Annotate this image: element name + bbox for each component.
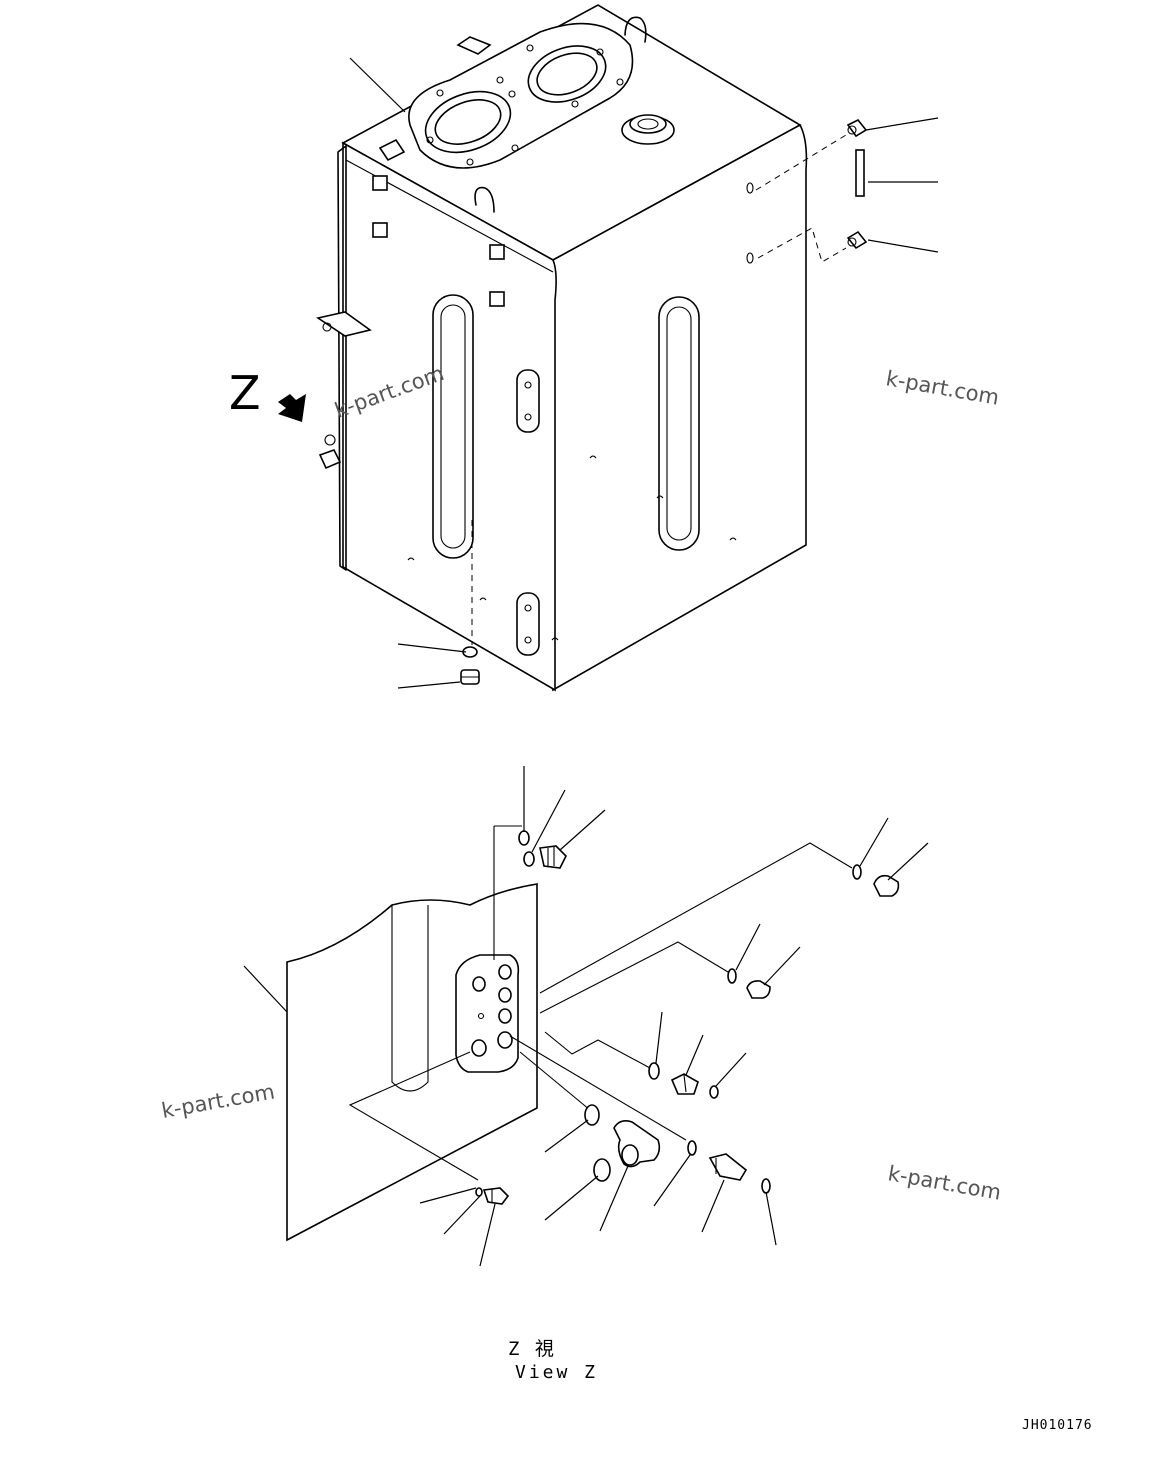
watermark-text: k-part.com xyxy=(160,1079,277,1122)
fittings-view-z xyxy=(475,830,900,1205)
tank-side-panel xyxy=(286,883,538,1242)
fitting-routing-lines xyxy=(348,825,853,1181)
view-caption-jp: Z 視 xyxy=(508,1338,556,1360)
view-caption-en: View Z xyxy=(515,1362,599,1383)
view-arrow-icon xyxy=(278,394,306,422)
drawing-code: JH010176 xyxy=(1022,1418,1093,1433)
callout-leaders-bottom xyxy=(243,766,929,1267)
hydraulic-tank xyxy=(315,4,808,692)
callout-leaders-top xyxy=(349,57,939,689)
view-z-marker: Z xyxy=(229,366,261,420)
watermark-text: k-part.com xyxy=(886,1161,1003,1204)
watermark-text: k-part.com xyxy=(884,366,1001,409)
